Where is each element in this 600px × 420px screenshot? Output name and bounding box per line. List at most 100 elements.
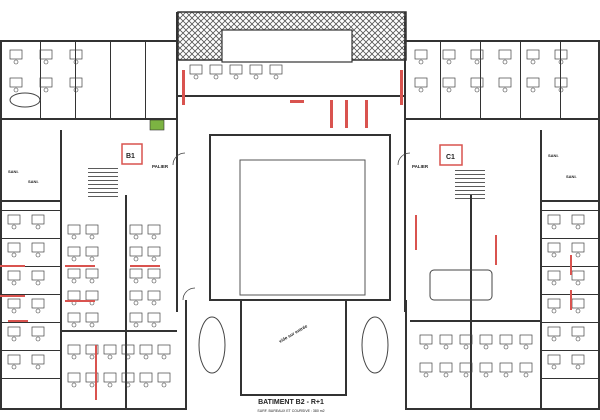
chair xyxy=(558,87,564,93)
stair-tread xyxy=(455,194,485,195)
desk xyxy=(470,77,484,88)
desk xyxy=(547,298,561,309)
chair xyxy=(551,252,557,258)
plan-subtitle: SURF. BUREAUX ET COURSIVE : 380 m2 xyxy=(257,409,324,413)
chair xyxy=(273,74,279,80)
chair xyxy=(11,308,17,314)
chair xyxy=(523,344,529,350)
chair xyxy=(474,59,480,65)
chair xyxy=(71,382,77,388)
wall xyxy=(0,408,185,410)
partition xyxy=(40,40,41,118)
desk xyxy=(69,77,83,88)
chair xyxy=(151,300,157,306)
wall xyxy=(345,300,347,395)
desk xyxy=(442,49,456,60)
highlight-partition xyxy=(330,100,333,128)
sani-label: SANI. xyxy=(548,153,559,158)
wall xyxy=(405,300,407,410)
partition xyxy=(0,210,60,211)
chair xyxy=(35,308,41,314)
wall xyxy=(0,118,176,120)
highlight-partition xyxy=(415,215,417,250)
desk xyxy=(129,246,143,257)
desk xyxy=(571,326,585,337)
desk xyxy=(498,49,512,60)
stair-marker xyxy=(149,119,165,131)
atrium-inner xyxy=(239,159,366,296)
chair xyxy=(253,74,259,80)
void-label: vide sur entrée xyxy=(278,323,309,344)
partition xyxy=(440,40,441,118)
chair xyxy=(89,234,95,240)
chair xyxy=(575,336,581,342)
chair xyxy=(161,354,167,360)
chair xyxy=(89,256,95,262)
desk xyxy=(499,362,513,373)
stair-tread xyxy=(88,184,118,185)
desk xyxy=(67,372,81,383)
desk xyxy=(571,242,585,253)
desk xyxy=(129,312,143,323)
desk xyxy=(157,372,171,383)
stair-tread xyxy=(455,182,485,183)
chair xyxy=(107,354,113,360)
plan-title: BATIMENT B2 - R+1 xyxy=(258,399,324,406)
desk xyxy=(67,224,81,235)
chair xyxy=(551,336,557,342)
chair xyxy=(423,344,429,350)
wall xyxy=(540,130,542,410)
chair xyxy=(575,364,581,370)
desk xyxy=(459,334,473,345)
chair xyxy=(463,344,469,350)
desk xyxy=(470,49,484,60)
chair xyxy=(558,59,564,65)
desk xyxy=(147,290,161,301)
stair-tread xyxy=(88,196,118,197)
chair xyxy=(503,344,509,350)
wall xyxy=(406,40,600,42)
chair xyxy=(133,300,139,306)
partition xyxy=(520,40,521,118)
desk xyxy=(85,290,99,301)
chair xyxy=(423,372,429,378)
chair xyxy=(443,372,449,378)
highlight-partition xyxy=(290,100,304,103)
chair xyxy=(193,74,199,80)
chair xyxy=(418,87,424,93)
desk xyxy=(459,362,473,373)
desk xyxy=(31,242,45,253)
sani-label: SANI. xyxy=(8,169,19,174)
chair xyxy=(11,252,17,258)
chair xyxy=(551,224,557,230)
conference-table xyxy=(361,316,389,374)
desk xyxy=(147,268,161,279)
chair xyxy=(151,278,157,284)
chair xyxy=(71,256,77,262)
wall xyxy=(185,300,187,410)
desk xyxy=(103,372,117,383)
door-swing xyxy=(172,152,186,166)
desk xyxy=(519,334,533,345)
desk xyxy=(479,362,493,373)
desk xyxy=(499,334,513,345)
partition xyxy=(75,40,76,118)
desk xyxy=(129,224,143,235)
chair xyxy=(446,87,452,93)
desk xyxy=(67,344,81,355)
highlight-partition xyxy=(95,345,97,400)
desk xyxy=(31,214,45,225)
chair xyxy=(71,234,77,240)
chair xyxy=(11,364,17,370)
desk xyxy=(419,334,433,345)
partition xyxy=(110,40,111,118)
wall xyxy=(540,200,600,202)
stair-b1-box xyxy=(121,143,143,165)
desk xyxy=(571,270,585,281)
desk xyxy=(85,268,99,279)
wall xyxy=(60,130,62,410)
partition xyxy=(540,378,600,379)
chair xyxy=(161,382,167,388)
highlight-partition xyxy=(570,290,572,310)
chair xyxy=(43,59,49,65)
